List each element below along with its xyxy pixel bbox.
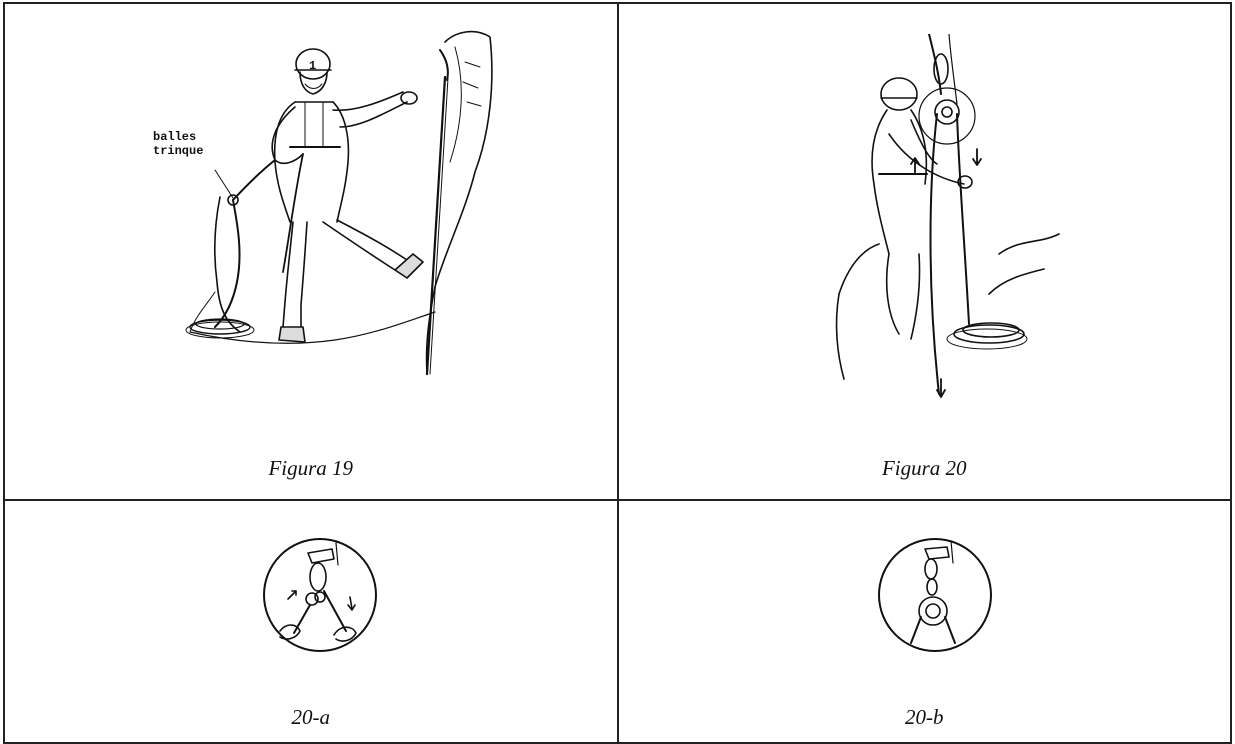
figure-20a-cell: 20-a — [4, 500, 618, 743]
figure-20b-cell: 20-b — [618, 500, 1232, 743]
figure-20b-caption: 20-b — [619, 705, 1231, 730]
figure-19-caption: Figura 19 — [5, 456, 617, 481]
label-trinque: trinque — [153, 144, 203, 158]
detail-20a-illustration — [260, 535, 380, 655]
climber-traverse-illustration: balles trinque 1 — [145, 22, 505, 382]
label-balles: balles — [153, 130, 196, 144]
figure-19-cell: balles trinque 1 Figura 19 — [4, 3, 618, 500]
figure-20a-caption: 20-a — [5, 705, 617, 730]
pulley-hauling-illustration — [829, 34, 1069, 414]
helmet-number: 1 — [309, 59, 316, 73]
figure-table: balles trinque 1 Figura 19 — [3, 2, 1232, 744]
detail-20b-illustration — [875, 535, 995, 655]
figure-20-cell: Figura 20 — [618, 3, 1232, 500]
figure-20-caption: Figura 20 — [619, 456, 1231, 481]
